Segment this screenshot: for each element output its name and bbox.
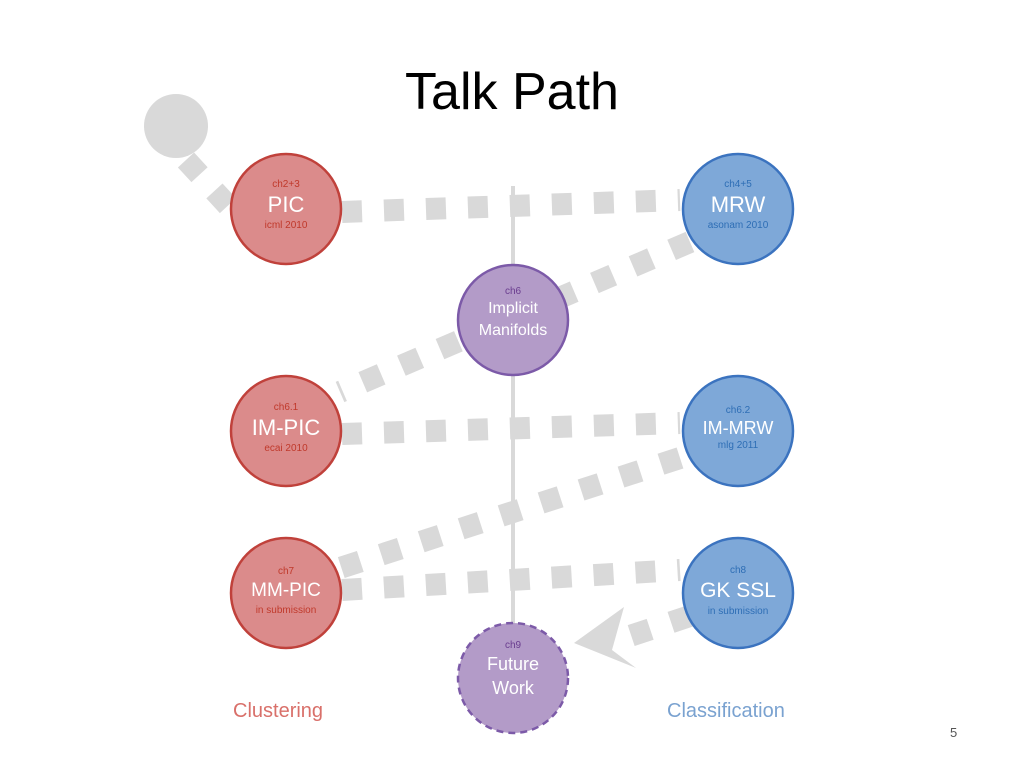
classification-label: Classification bbox=[667, 700, 785, 722]
path-mmpic-to-gkssl bbox=[341, 559, 681, 601]
node-mrw bbox=[681, 152, 795, 266]
node-implicit-manifolds bbox=[456, 263, 570, 377]
path-immrw-to-mmpic bbox=[336, 447, 684, 579]
node-im-pic bbox=[229, 374, 343, 488]
slide-title: Talk Path bbox=[405, 63, 619, 121]
node-im-mrw bbox=[681, 374, 795, 488]
start-marker bbox=[144, 94, 208, 158]
node-pic bbox=[229, 152, 343, 266]
clustering-label: Clustering bbox=[233, 700, 324, 722]
arrow-head bbox=[574, 607, 636, 668]
page-number: 5 bbox=[950, 725, 958, 740]
path-gkssl-to-future bbox=[626, 605, 694, 647]
path-start-to-pic bbox=[177, 152, 241, 218]
path-pic-to-mrw bbox=[341, 189, 681, 223]
path-impic-to-immrw bbox=[341, 412, 681, 445]
node-mm-pic bbox=[229, 536, 343, 650]
node-gk-ssl bbox=[681, 536, 795, 650]
node-future-work bbox=[456, 621, 570, 735]
